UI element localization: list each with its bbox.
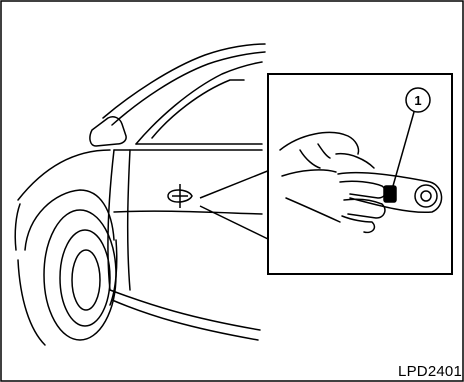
- leader-lines: [200, 170, 270, 240]
- figure-code: LPD2401: [398, 363, 462, 380]
- callout-number: 1: [414, 93, 421, 108]
- door-handle-icon: [168, 184, 192, 208]
- request-switch-icon: [384, 186, 396, 202]
- car-door-illustration: [15, 44, 265, 345]
